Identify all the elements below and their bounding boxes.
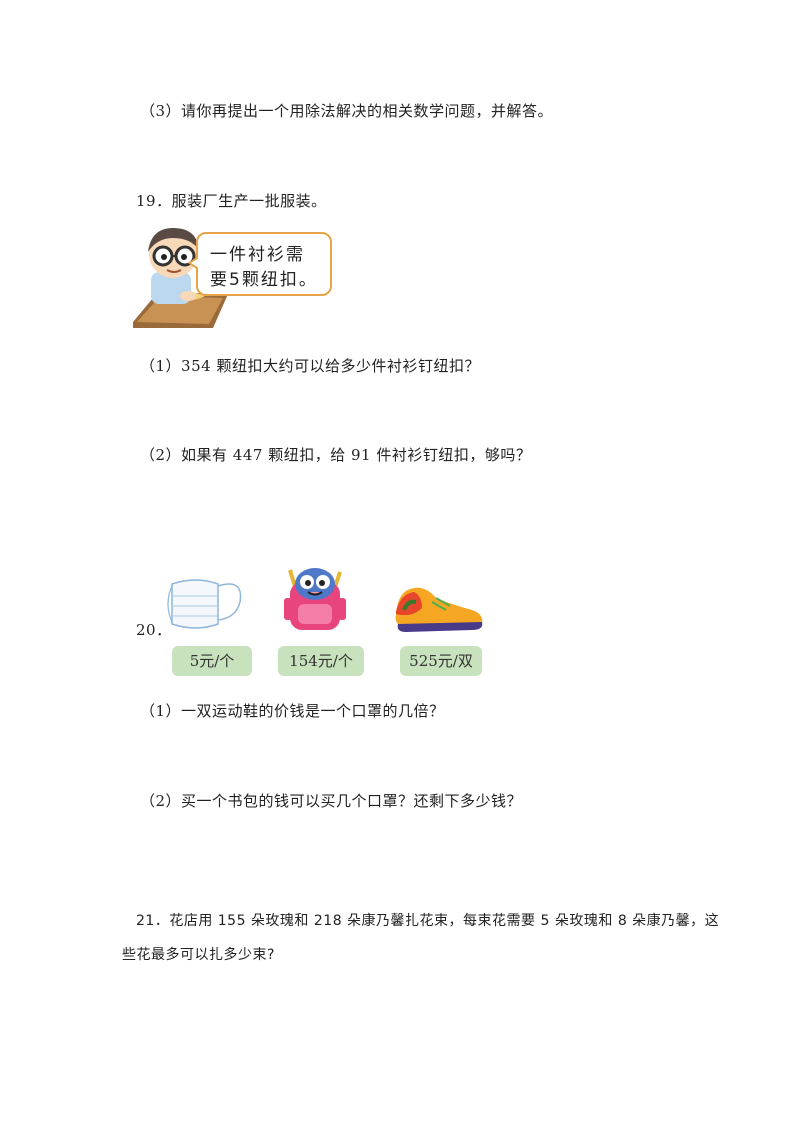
price-tag-backpack: 154元/个 (278, 646, 364, 676)
question-19-sub1: （1）354 颗纽扣大约可以给多少件衬衫钉纽扣？ (140, 357, 480, 375)
speech-line-2: 要5颗纽扣。 (210, 270, 318, 290)
question-20-sub2: （2）买一个书包的钱可以买几个口罩？还剩下多少钱？ (140, 792, 523, 810)
question-20-sub1: （1）一双运动鞋的价钱是一个口罩的几倍？ (140, 702, 445, 720)
mask-icon (167, 579, 242, 629)
question-20-number: 20． (136, 621, 172, 639)
question-21-line2: 些花最多可以扎多少束? (122, 947, 275, 963)
speech-line-1: 一件衬衫需 (210, 245, 305, 265)
question-18-sub3: （3）请你再提出一个用除法解决的相关数学问题，并解答。 (140, 102, 554, 120)
question-19-sub2: （2）如果有 447 颗纽扣，给 91 件衬衫钉纽扣，够吗？ (140, 446, 532, 464)
price-tag-mask: 5元/个 (172, 646, 252, 676)
speech-bubble: 一件衬衫需 要5颗纽扣。 (188, 232, 332, 296)
price-tag-sneaker: 525元/双 (400, 646, 482, 676)
sneaker-icon (395, 587, 483, 632)
backpack-icon (284, 568, 346, 630)
question-19-title: 19．服装厂生产一批服装。 (136, 192, 327, 210)
question-21-line1: 21．花店用 155 朵玫瑰和 218 朵康乃馨扎花束，每束花需要 5 朵玫瑰和… (136, 913, 720, 929)
